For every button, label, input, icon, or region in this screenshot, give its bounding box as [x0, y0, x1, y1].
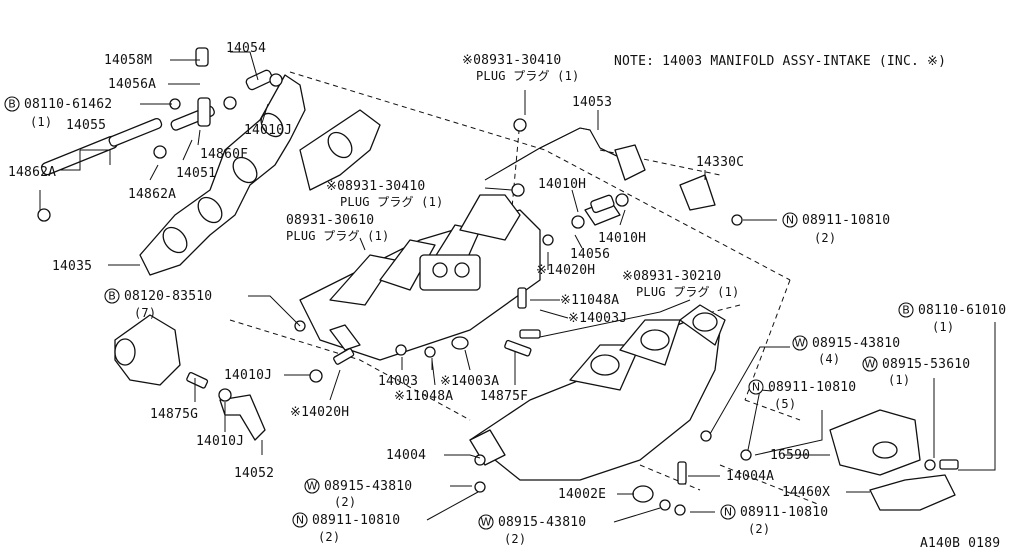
qty-08911-10810-bottom-left: (2) — [318, 530, 340, 544]
label-08110-61462: 08110-61462 — [24, 97, 112, 112]
fuel-pipe-assembly — [37, 47, 283, 222]
part-labels: 14058M 14054 14056A B 08110-61462 (1) 14… — [4, 41, 1006, 551]
qty-08120-83510: (7) — [134, 306, 156, 320]
qty-08911-10810-right: (2) — [814, 231, 836, 245]
water-pipe — [484, 127, 716, 226]
nut-symbol — [782, 212, 798, 228]
nut-symbol — [292, 512, 308, 528]
bolt-symbol-text: B — [108, 290, 116, 303]
label-08931-30410-mid: ※08931-30410 — [326, 179, 425, 194]
washer-symbol-text: W — [865, 358, 876, 371]
label-14860F: 14860F — [200, 147, 248, 162]
washer-symbol-text: W — [307, 480, 318, 493]
bolt-symbol — [104, 288, 120, 304]
label-14052: 14052 — [234, 466, 274, 481]
label-08915-53610: 08915-53610 — [882, 357, 970, 372]
plug-30210: PLUG プラグ (1) — [636, 285, 739, 299]
label-14035: 14035 — [52, 259, 92, 274]
label-14003J: ※14003J — [568, 311, 627, 326]
washer-symbol-text: W — [795, 337, 806, 350]
label-14460X: 14460X — [782, 485, 830, 500]
label-08931-30610: 08931-30610 — [286, 213, 374, 228]
label-08120-83510: 08120-83510 — [124, 289, 212, 304]
label-14054: 14054 — [226, 41, 266, 56]
bolt-symbol-text: B — [8, 98, 16, 111]
bolt-symbol-text: B — [902, 304, 910, 317]
nut-symbol-text: N — [724, 506, 732, 519]
manifold-gasket — [139, 74, 381, 276]
nut-symbol-text: N — [786, 214, 794, 227]
label-08911-10810-mid: 08911-10810 — [768, 380, 856, 395]
intake-manifold — [299, 194, 541, 361]
diagram-note: NOTE: 14003 MANIFOLD ASSY-INTAKE (INC. ※… — [614, 54, 946, 69]
label-16590: 16590 — [770, 448, 810, 463]
label-14051: 14051 — [176, 166, 216, 181]
qty-08110-61462: (1) — [30, 115, 52, 129]
plug-30410-top: PLUG プラグ (1) — [476, 69, 579, 83]
washer-symbol — [478, 514, 494, 530]
label-11048A-top: ※11048A — [560, 293, 619, 308]
label-14010J-bot: 14010J — [196, 434, 244, 449]
label-14875F: 14875F — [480, 389, 528, 404]
label-08915-43810-left: 08915-43810 — [324, 479, 412, 494]
heat-shield — [829, 409, 956, 511]
label-14058M: 14058M — [104, 53, 152, 68]
label-14003: 14003 — [378, 374, 418, 389]
label-08931-30210: ※08931-30210 — [622, 269, 721, 284]
label-14020H-bot: ※14020H — [290, 405, 349, 420]
bolt-symbol — [4, 96, 20, 112]
label-14020H-top: ※14020H — [536, 263, 595, 278]
plug-30410-mid: PLUG プラグ (1) — [340, 195, 443, 209]
qty-08915-43810-right: (4) — [818, 352, 840, 366]
washer-symbol — [304, 478, 320, 494]
qty-08915-43810-bottom: (2) — [504, 532, 526, 546]
label-14010J-top: 14010J — [244, 123, 292, 138]
nut-symbol-text: N — [296, 514, 304, 527]
label-08915-43810-bottom: 08915-43810 — [498, 515, 586, 530]
exhaust-manifold — [469, 304, 726, 481]
plug-30610: PLUG プラグ (1) — [286, 229, 389, 243]
washer-symbol — [792, 335, 808, 351]
label-08110-61010: 08110-61010 — [918, 303, 1006, 318]
label-14010J-mid: 14010J — [224, 368, 272, 383]
label-08931-30410-top: ※08931-30410 — [462, 53, 561, 68]
label-08911-10810-right: 08911-10810 — [802, 213, 890, 228]
label-14010H-right: 14010H — [598, 231, 646, 246]
leader-lines — [39, 51, 996, 523]
qty-08911-10810-mid: (5) — [774, 397, 796, 411]
nut-symbol-text: N — [752, 381, 760, 394]
nut-symbol — [748, 379, 764, 395]
qty-08110-61010: (1) — [932, 320, 954, 334]
label-14002E: 14002E — [558, 487, 606, 502]
washer-symbol-text: W — [481, 516, 492, 529]
label-14004: 14004 — [386, 448, 426, 463]
label-14004A: 14004A — [726, 469, 774, 484]
note-text: NOTE: 14003 MANIFOLD ASSY-INTAKE (INC. ※… — [614, 54, 946, 69]
label-14056A: 14056A — [108, 77, 156, 92]
label-08911-10810-bottom-right: 08911-10810 — [740, 505, 828, 520]
qty-08911-10810-bottom-right: (2) — [748, 522, 770, 536]
nut-symbol — [720, 504, 736, 520]
thermostat-housing — [114, 314, 266, 441]
label-14003A: ※14003A — [440, 374, 499, 389]
bolt-symbol — [898, 302, 914, 318]
label-08911-10810-bottom-left: 08911-10810 — [312, 513, 400, 528]
qty-08915-43810-left: (2) — [334, 495, 356, 509]
label-14875G: 14875G — [150, 407, 198, 422]
label-11048A-bot: ※11048A — [394, 389, 453, 404]
label-14056: 14056 — [570, 247, 610, 262]
qty-08915-53610: (1) — [888, 373, 910, 387]
diagram-code: A140B 0189 — [920, 536, 1000, 551]
label-14053: 14053 — [572, 95, 612, 110]
label-14862A-right: 14862A — [128, 187, 176, 202]
washer-symbol — [862, 356, 878, 372]
label-14330C: 14330C — [696, 155, 744, 170]
label-08915-43810-right: 08915-43810 — [812, 336, 900, 351]
label-14055: 14055 — [66, 118, 106, 133]
label-14862A-left: 14862A — [8, 165, 56, 180]
label-14010H-left: 14010H — [538, 177, 586, 192]
